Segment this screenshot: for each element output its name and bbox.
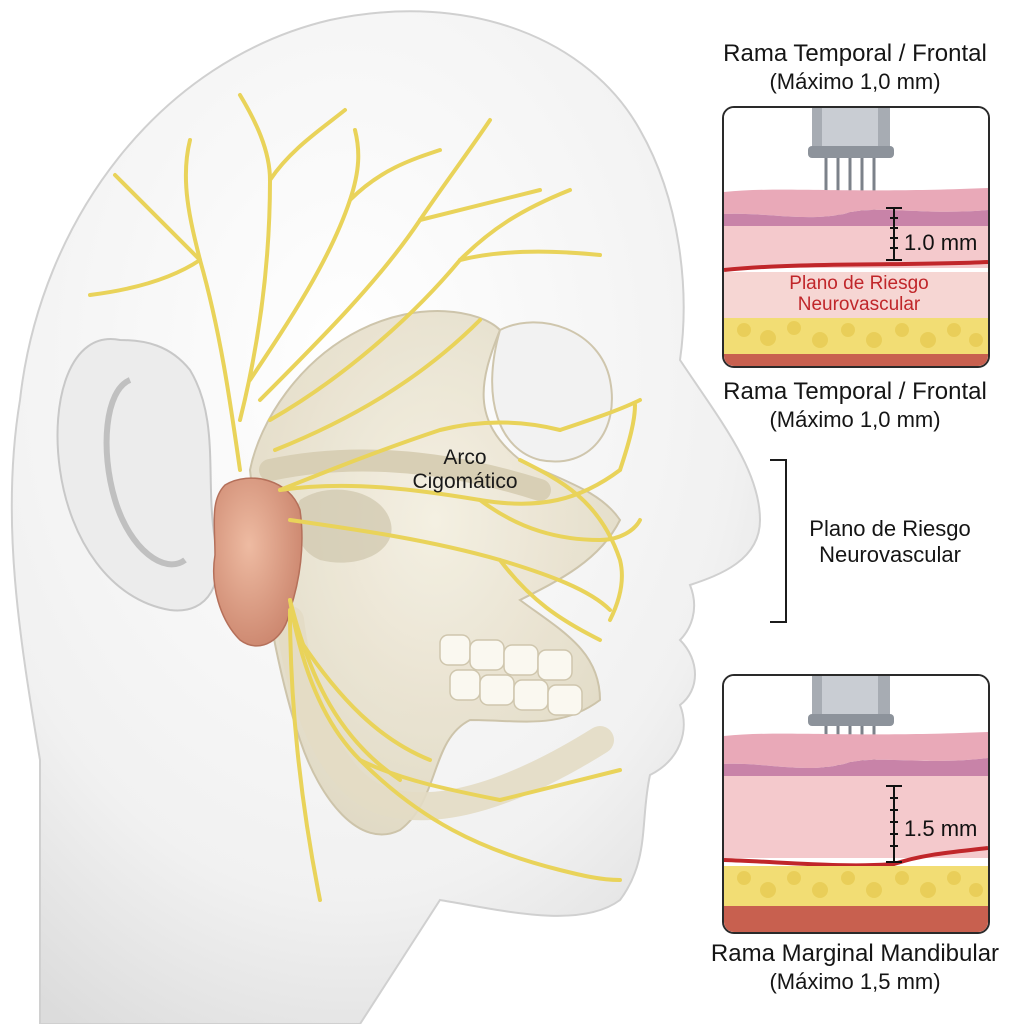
top-risk-line2: Neurovascular [797,293,921,315]
bottom-panel-footer: Rama Marginal Mandibular (Máximo 1,5 mm) [690,940,1020,995]
top-risk-line1: Plano de Riesgo [789,273,929,294]
parotid-gland [213,477,303,647]
arco-label-line2: Cigomático [412,470,518,494]
risk-bracket [770,459,787,623]
top-risk-label: Plano de Riesgo Neurovascular [764,273,954,316]
side-risk-line2: Neurovascular [819,542,961,568]
top-skin-cross-section [724,108,988,366]
eye-socket [491,321,613,463]
arco-cigomatico-label: Arco Cigomático [400,446,530,494]
bottom-depth-label: 1.5 mm [904,816,978,841]
mandible [276,606,614,821]
top-panel-footer-title: Rama Temporal / Frontal [723,378,987,405]
arco-label-line1: Arco [443,446,487,469]
top-skin-panel: 1.0 mm Plano de Riesgo Neurovascular [722,106,990,368]
top-panel-header-subtitle: (Máximo 1,0 mm) [769,68,941,94]
ear-inner [103,377,187,568]
top-depth-label: 1.0 mm [904,230,978,255]
teeth [439,634,583,716]
facial-nerve-branches [88,93,642,902]
bottom-panel-footer-subtitle: (Máximo 1,5 mm) [769,968,941,994]
top-panel-header-title: Rama Temporal / Frontal [723,40,987,67]
bottom-skin-panel: 1.5 mm [722,674,990,934]
zygomatic-arch [259,449,551,501]
top-panel-header: Rama Temporal / Frontal (Máximo 1,0 mm) [690,40,1020,95]
top-panel-footer: Rama Temporal / Frontal (Máximo 1,0 mm) [690,378,1020,433]
bottom-panel-footer-title: Rama Marginal Mandibular [710,940,1000,967]
bottom-skin-cross-section [724,676,988,932]
side-risk-label: Plano de Riesgo Neurovascular [800,516,980,569]
side-risk-line1: Plano de Riesgo [809,516,971,541]
top-panel-footer-subtitle: (Máximo 1,0 mm) [769,406,941,432]
ear [56,338,219,612]
